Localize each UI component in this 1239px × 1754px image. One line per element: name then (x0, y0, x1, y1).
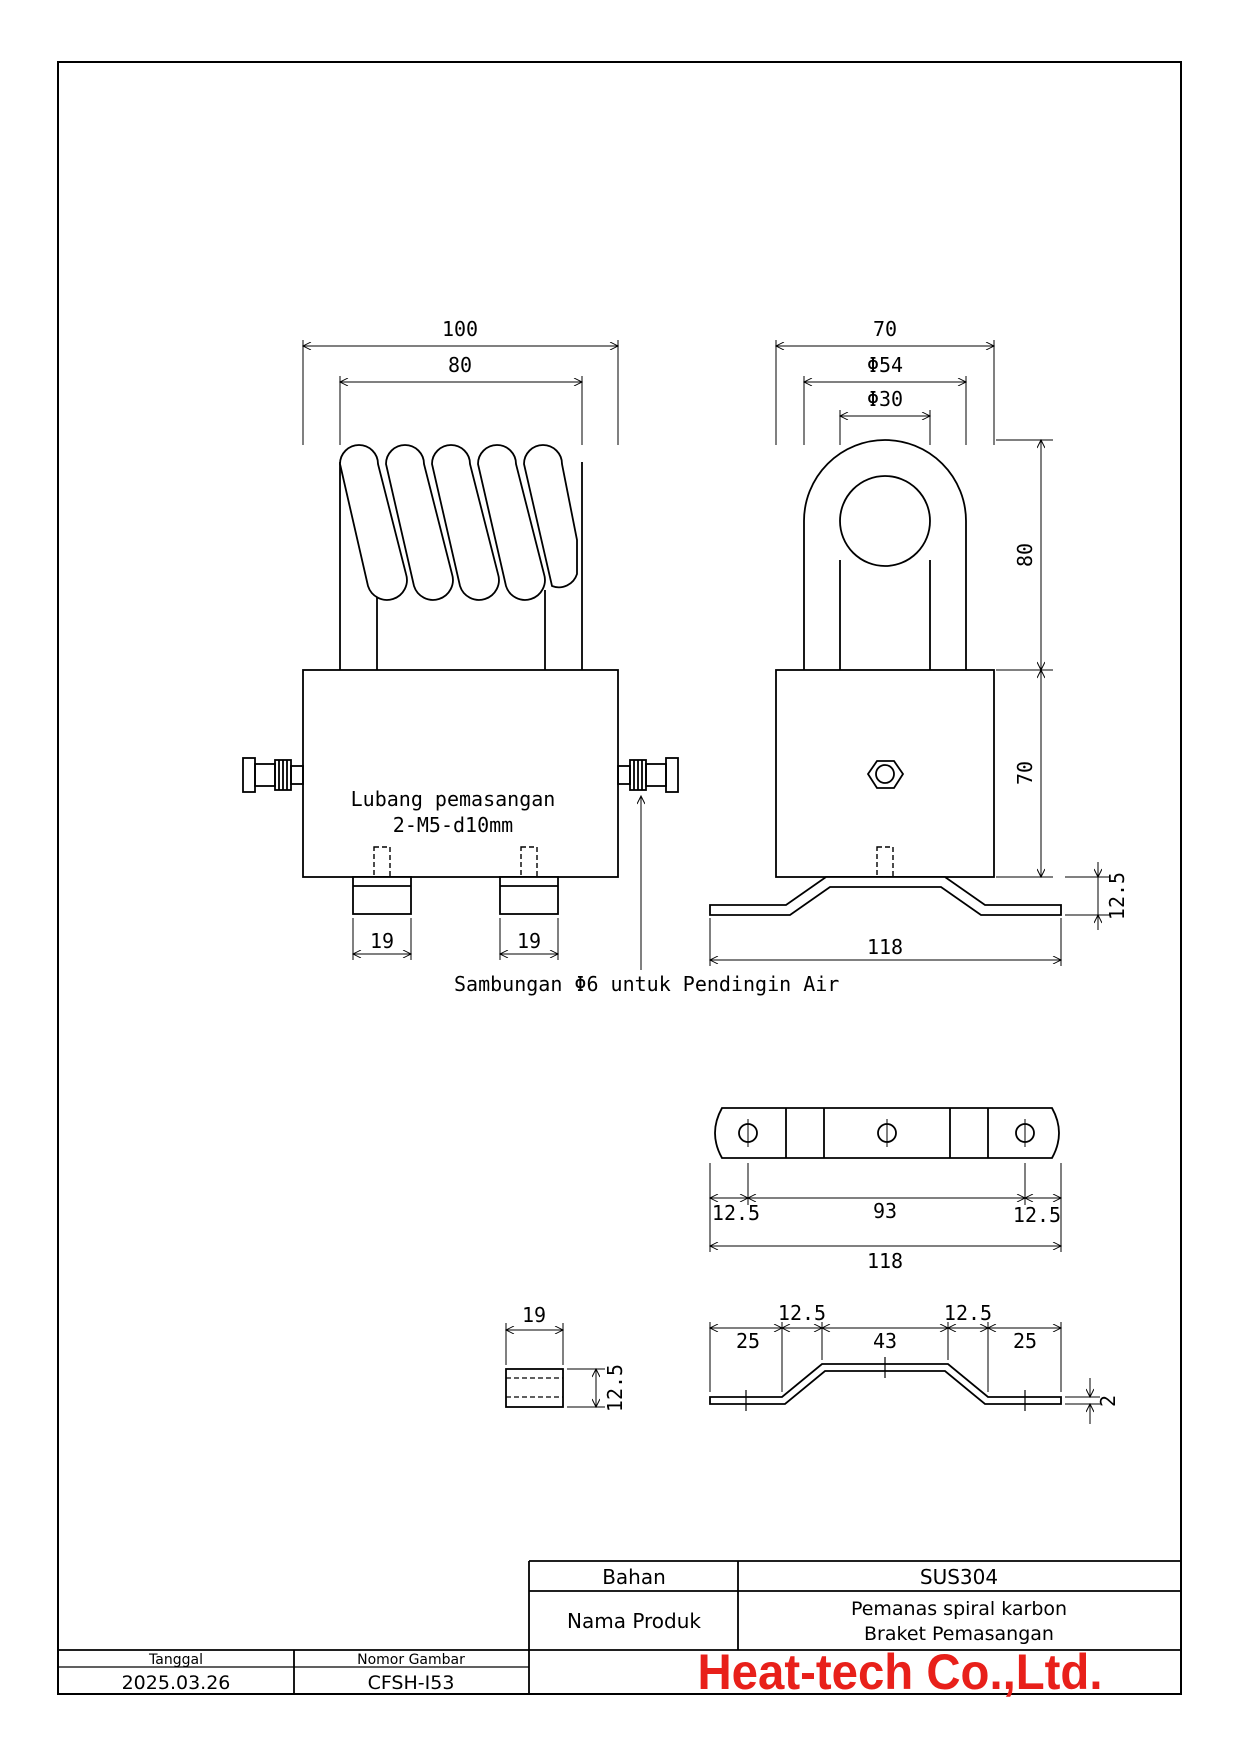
coil-ring-outer (803, 439, 967, 670)
dim-side-width: 70 (873, 317, 897, 341)
dim-front-coil-width: 80 (448, 353, 472, 377)
mounting-hole-label: Lubang pemasangan (351, 787, 556, 811)
dim-coil-height: 80 (1013, 543, 1037, 567)
title-block (58, 1560, 1181, 1694)
coil-turns (339, 444, 578, 601)
dim-bracket-length: 118 (867, 935, 903, 959)
water-fitting-right (617, 757, 679, 793)
bracket-top-view (714, 1107, 1060, 1159)
dim-foot-right: 19 (517, 929, 541, 953)
dim-top-right-offset: 12.5 (1013, 1203, 1061, 1227)
dim-foot-height: 12.5 (603, 1364, 627, 1412)
date-value: 2025.03.26 (122, 1672, 231, 1694)
dim-bracket-height: 12.5 (1105, 872, 1129, 920)
foot-right (499, 876, 559, 915)
front-view (242, 444, 679, 915)
dim-side-left-flat: 25 (736, 1329, 760, 1353)
material-label: Bahan (602, 1565, 666, 1589)
dim-side-right-flat: 25 (1013, 1329, 1037, 1353)
side-view-dimensions (710, 340, 1110, 966)
cooling-connection-note: Sambungan Φ6 untuk Pendingin Air (454, 972, 839, 996)
dim-top-hole-pitch: 93 (873, 1199, 897, 1223)
material-value: SUS304 (920, 1565, 998, 1589)
dim-side-center: 43 (873, 1329, 897, 1353)
date-label: Tanggal (148, 1652, 203, 1668)
drawing-number-value: CFSH-I53 (368, 1672, 455, 1694)
heater-body-side (775, 669, 995, 878)
dim-top-left-offset: 12.5 (712, 1201, 760, 1225)
drawing-number-label: Nomor Gambar (357, 1652, 465, 1668)
dim-top-total-length: 118 (867, 1249, 903, 1273)
dim-side-thickness: 2 (1096, 1395, 1120, 1407)
nut-hex (866, 760, 905, 789)
bracket-side (709, 876, 1062, 916)
foot-left (352, 876, 412, 915)
company-logo: Heat-tech Co.,Ltd. (698, 1644, 1103, 1700)
dim-foot-width: 19 (522, 1303, 546, 1327)
dim-side-left-slope: 12.5 (778, 1301, 826, 1325)
product-label: Nama Produk (567, 1609, 701, 1633)
product-name-line1: Pemanas spiral karbon (851, 1598, 1067, 1620)
coil-ring-inner (839, 475, 931, 567)
dim-body-height: 70 (1013, 761, 1037, 785)
dim-foot-left: 19 (370, 929, 394, 953)
foot-detail (505, 1368, 564, 1408)
foot-detail-dimensions (506, 1323, 605, 1407)
product-name-line2: Braket Pemasangan (864, 1623, 1054, 1645)
bracket-side-detail (709, 1357, 1062, 1411)
dim-side-right-slope: 12.5 (944, 1301, 992, 1325)
bracket-top-dimensions (710, 1163, 1061, 1252)
dim-inner-diameter: Φ30 (867, 387, 903, 411)
front-view-dimensions (303, 340, 641, 970)
dim-outer-diameter: Φ54 (867, 353, 903, 377)
dim-front-overall-width: 100 (442, 317, 478, 341)
heater-body-front (302, 669, 619, 878)
water-fitting-left (242, 757, 304, 793)
drawing-border (57, 61, 1182, 1695)
mounting-hole-spec: 2-M5-d10mm (393, 813, 513, 837)
side-view (709, 439, 1062, 916)
bracket-side-dimensions (710, 1322, 1100, 1424)
